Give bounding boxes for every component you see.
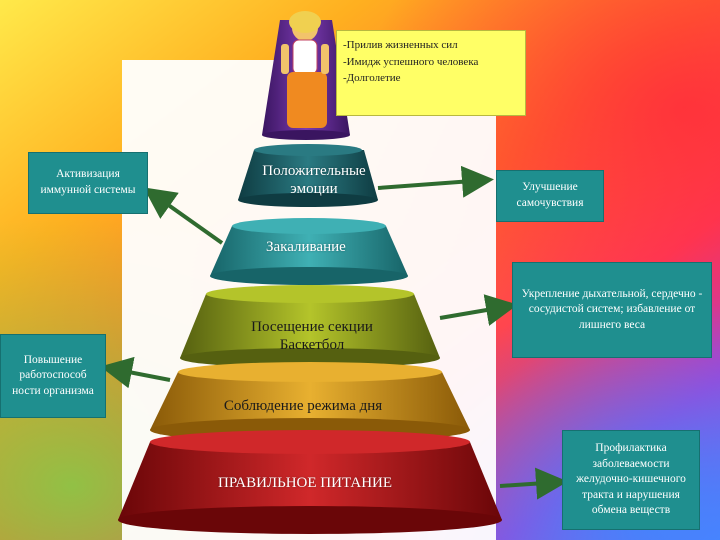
tier-regime <box>150 372 470 430</box>
effect-prevention: Профилактика заболеваемости желудочно-ки… <box>562 430 700 530</box>
effect-wellbeing: Улучшение самочувствия <box>496 170 604 222</box>
tier-label-regime: Соблюдение режима дня <box>223 398 383 414</box>
benefit-line: -Имидж успешного человека <box>343 55 479 68</box>
tier-label-emotions: Положительные эмоции <box>262 163 366 197</box>
pyramid <box>118 20 502 534</box>
tier-hardening <box>210 226 408 276</box>
arrow-to-prevention <box>499 467 568 500</box>
tier-basketball <box>180 294 440 358</box>
tier-nutrition <box>118 442 502 520</box>
tier-label-basketball: Посещение секции Баскетбол <box>251 319 373 353</box>
arrow-to-wellbeing <box>377 165 494 198</box>
benefit-line: -Долголетие <box>343 72 401 84</box>
effect-immunity: Активизация иммунной системы <box>28 152 148 214</box>
tier-emotions <box>238 150 378 200</box>
top-benefits-note: -Прилив жизненных сил -Имидж успешного ч… <box>336 30 526 116</box>
arrow-to-performance <box>100 356 171 389</box>
effect-respiratory: Укрепление дыхательной, сердечно - сосуд… <box>512 262 712 358</box>
arrow-to-respiratory <box>439 294 518 326</box>
tier-label-hardening: Закаливание <box>266 239 346 255</box>
person-illustration <box>281 11 329 128</box>
arrow-to-immunity <box>143 187 224 245</box>
tier-label-nutrition: ПРАВИЛЬНОЕ ПИТАНИЕ <box>217 475 393 491</box>
benefit-line: -Прилив жизненных сил <box>343 39 458 51</box>
effect-performance: Повышение работоспособ ности организма <box>0 334 106 418</box>
arrows <box>100 165 568 500</box>
